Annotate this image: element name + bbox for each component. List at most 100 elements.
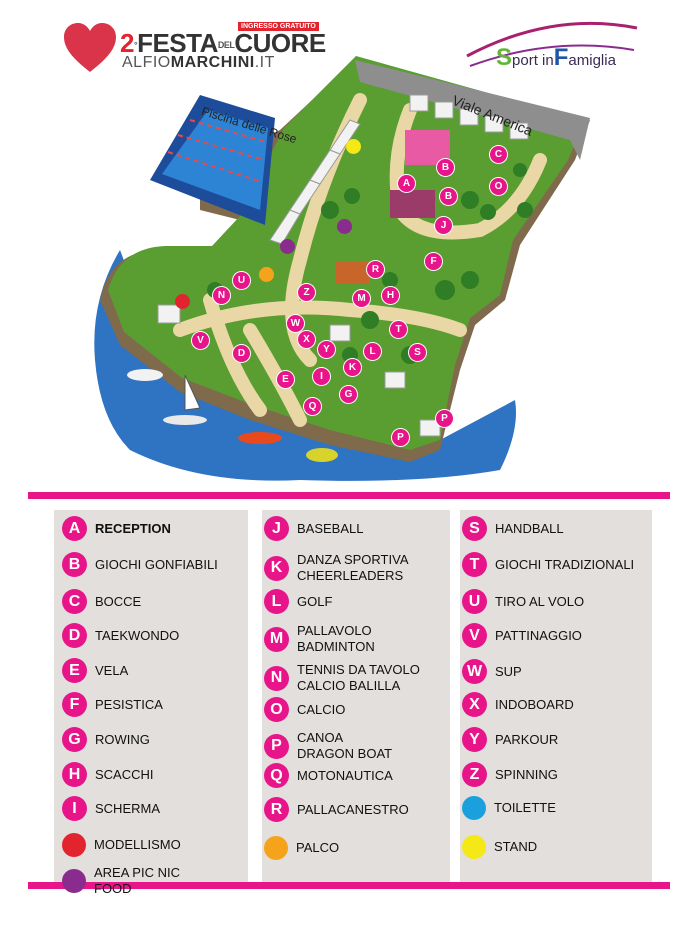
map-pin-c[interactable]: C [490,146,507,163]
map-pin-i[interactable]: I [313,368,330,385]
legend-color-dot [62,833,86,857]
map-pin-l[interactable]: L [364,343,381,360]
legend-label: TIRO AL VOLO [495,593,585,609]
picnic-dot[interactable] [280,239,295,254]
legend-color-dot [264,836,288,860]
legend-label: BASEBALL [297,520,364,536]
map-pin-j[interactable]: J [435,217,452,234]
legend-letter-badge: D [62,623,87,648]
legend-label: PARKOUR [495,731,559,747]
map-pin-r[interactable]: R [367,261,384,278]
legend-label: STAND [494,839,538,854]
map-pin-y[interactable]: Y [318,341,335,358]
map-pin-p[interactable]: P [436,410,453,427]
legend-column-1 [54,510,248,886]
legend-entry: S HANDBALL [462,516,564,541]
map-pin-z[interactable]: Z [298,284,315,301]
sailboat [184,374,201,411]
map-pin-w[interactable]: W [287,315,304,332]
legend-entry: T GIOCHI TRADIZIONALI [462,552,634,577]
legend-letter-badge: A [62,516,87,541]
legend-label: GIOCHI TRADIZIONALI [495,556,635,572]
map-pin-o[interactable]: O [490,178,507,195]
legend-label: CALCIO [297,701,346,717]
stand-dot[interactable] [346,139,361,154]
festa-website: ALFIOMARCHINI.IT [122,54,275,71]
legend-label: HANDBALL [495,520,564,536]
map-pin-a[interactable]: A [398,175,415,192]
sport-in-famiglia-text: Sport inFamiglia [496,44,616,71]
legend-label: GOLF [297,593,333,609]
legend-label: SCHERMA [95,800,161,816]
legend-column-3 [460,510,652,886]
legend-color-dot [462,796,486,820]
map-pin-b[interactable]: B [437,159,454,176]
legend-label: ROWING [95,731,150,747]
divider-top [28,492,670,499]
map-pin-f[interactable]: F [425,253,442,270]
legend-letter-badge: K [264,555,289,581]
map-pin-p[interactable]: P [392,429,409,446]
heart-icon [64,23,116,72]
legend-label: SUP [495,663,522,679]
legend-letter-badge: T [462,552,487,577]
map-pin-n[interactable]: N [213,287,230,304]
picnic-dot[interactable] [337,219,352,234]
legend-letter-badge: G [62,727,87,752]
legend-letter-badge: I [62,796,87,821]
legend-entry: TOILETTE [462,796,556,820]
legend-label: TOILETTE [494,800,556,815]
legend-letter-badge: B [62,552,87,577]
map-pin-h[interactable]: H [382,287,399,304]
legend-label: INDOBOARD [495,696,574,712]
legend-letter-badge: S [462,516,487,541]
legend-letter-badge: M [264,626,289,652]
legend-letter-badge: Q [264,763,289,788]
modellismo-dot[interactable] [175,294,190,309]
legend-entry: O CALCIO [264,697,345,722]
legend-letter-badge: O [264,697,289,722]
map-pin-e[interactable]: E [277,371,294,388]
legend-letter-badge: H [62,762,87,787]
map-pin-g[interactable]: G [340,386,357,403]
legend-label: VELA [95,662,129,678]
legend-label: PALCO [296,840,340,855]
legend-letter-badge: L [264,589,289,614]
festa-del-cuore-logo: 2°FESTADELCUORE INGRESSO GRATUITO ALFIOM… [62,20,326,80]
legend-column-2 [262,510,450,886]
map-pin-x[interactable]: X [298,331,315,348]
map-pin-s[interactable]: S [409,344,426,361]
map-pin-k[interactable]: K [344,359,361,376]
motorboat [127,369,163,381]
map-pin-t[interactable]: T [390,321,407,338]
map-pin-v[interactable]: V [192,332,209,349]
swoosh-icon [466,21,638,67]
map-pin-m[interactable]: M [353,290,370,307]
map-pin-u[interactable]: U [233,272,250,289]
map-pin-d[interactable]: D [233,345,250,362]
legend-color-dot [62,869,86,893]
ingresso-gratuito-badge: INGRESSO GRATUITO [238,22,319,31]
legend-letter-badge: Z [462,762,487,787]
legend-letter-badge: V [462,623,487,648]
legend-letter-badge: F [62,692,87,717]
jetski [306,448,338,462]
kayak [238,432,282,444]
park-map: Viale America Piscina delle Rose B C A B… [62,20,638,481]
map-pin-b[interactable]: B [440,188,457,205]
legend-entry: PALCO [264,836,339,860]
map-pin-q[interactable]: Q [304,398,321,415]
palco-dot[interactable] [259,267,274,282]
festa-title: 2°FESTADELCUORE [120,28,326,58]
